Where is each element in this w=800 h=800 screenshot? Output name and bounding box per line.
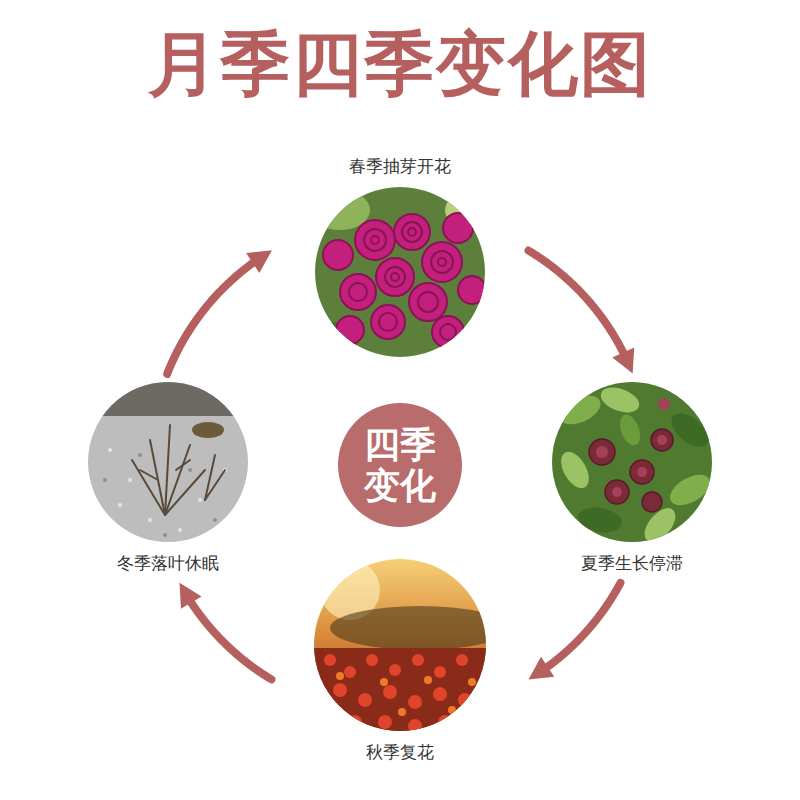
cycle-arrow bbox=[180, 583, 272, 680]
season-circle: 春季抽芽开花 bbox=[280, 155, 520, 357]
diagram-title: 月季四季变化图 bbox=[0, 22, 800, 106]
center-circle: 四季 变化 bbox=[338, 403, 462, 527]
summer-photo bbox=[550, 380, 715, 547]
cycle-arrow bbox=[529, 251, 635, 374]
season-label: 春季抽芽开花 bbox=[349, 155, 451, 177]
arrow-head bbox=[246, 250, 272, 273]
arrow-head bbox=[612, 348, 634, 374]
season-circle: 秋季复花 bbox=[280, 559, 520, 763]
season-label: 秋季复花 bbox=[366, 741, 434, 763]
autumn-photo bbox=[310, 555, 510, 738]
season-label: 冬季落叶休眠 bbox=[117, 552, 219, 574]
season-label: 夏季生长停滞 bbox=[581, 552, 683, 574]
season-circle: 夏季生长停滞 bbox=[512, 382, 752, 574]
arrow-head bbox=[528, 657, 554, 680]
season-circle: 冬季落叶休眠 bbox=[48, 382, 288, 574]
cycle-arrow bbox=[167, 250, 272, 374]
arrow-line bbox=[529, 251, 624, 354]
arrow-line bbox=[167, 262, 253, 374]
spring-photo bbox=[302, 182, 502, 362]
photo-frame bbox=[314, 559, 486, 731]
photo-frame bbox=[315, 187, 485, 357]
cycle-arrow bbox=[528, 583, 620, 680]
photo-frame bbox=[88, 382, 248, 542]
winter-photo bbox=[85, 380, 255, 545]
center-label: 四季 变化 bbox=[360, 424, 440, 507]
arrow-head bbox=[180, 583, 202, 609]
arrow-line bbox=[547, 583, 621, 667]
arrow-line bbox=[191, 602, 272, 680]
photo-frame bbox=[552, 382, 712, 542]
